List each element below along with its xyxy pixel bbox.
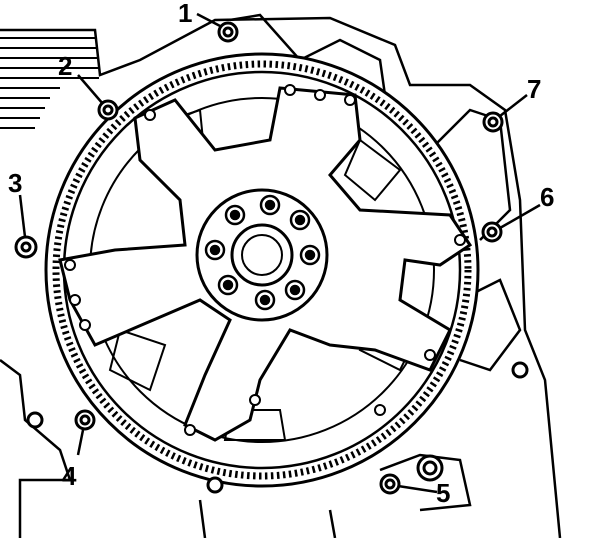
callout-4: 4	[62, 461, 77, 491]
callout-5: 5	[436, 478, 450, 508]
callout-2: 2	[58, 51, 72, 81]
leader-lines	[18, 12, 541, 494]
bolt-1	[217, 21, 239, 43]
bolt-4	[74, 409, 96, 431]
bolt-3	[14, 235, 38, 259]
bolt-5	[379, 473, 401, 495]
extra-bolt	[416, 454, 444, 482]
callout-1: 1	[178, 0, 192, 28]
extra-bolt-2	[511, 361, 529, 379]
cooling-fins	[0, 37, 99, 129]
hub-bolts	[204, 194, 321, 311]
extra-bolt-4	[206, 476, 224, 494]
callout-labels: 1 2 3 4 5 6 7	[8, 0, 554, 508]
bolt-2	[97, 99, 119, 121]
callout-3: 3	[8, 168, 22, 198]
bolt-7	[482, 111, 504, 133]
extra-bolt-3	[26, 411, 44, 429]
bolt-6	[481, 221, 503, 243]
callout-6: 6	[540, 182, 554, 212]
housing-bolts	[14, 21, 529, 495]
drive-plate-holes	[64, 84, 466, 436]
callout-7: 7	[527, 74, 541, 104]
